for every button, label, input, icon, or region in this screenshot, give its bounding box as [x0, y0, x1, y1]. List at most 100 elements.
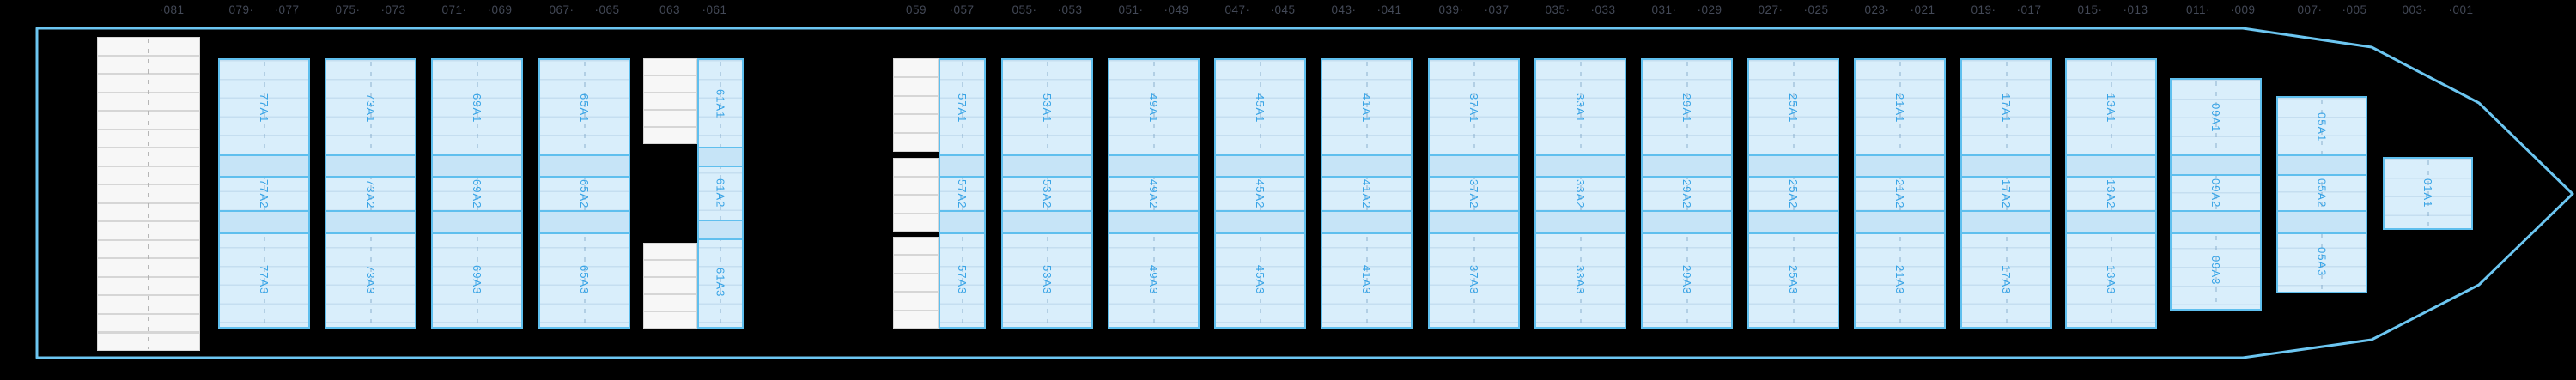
lane-cell	[98, 277, 199, 295]
bay-section-25A1[interactable]: 25A1	[1749, 60, 1838, 156]
bay-section-49A1[interactable]: 49A1	[1109, 60, 1198, 156]
bay-divider-band	[1962, 154, 2050, 178]
slot-column-stern[interactable]	[97, 37, 200, 351]
lane-cell	[894, 77, 938, 95]
bay-section-01A1[interactable]: 01A1	[2385, 159, 2471, 228]
bay-section-33A2[interactable]: 33A2	[1536, 176, 1625, 212]
lane-cell	[644, 93, 696, 109]
frame-number: ·001	[2448, 3, 2474, 16]
bay-section-61A3[interactable]: 61A3	[699, 238, 742, 327]
bay-45: 45A1 45A2 45A3	[1214, 58, 1306, 329]
bay-37: 37A1 37A2 37A3	[1428, 58, 1520, 329]
bay-section-77A3[interactable]: 77A3	[220, 232, 308, 327]
bay-section-73A2[interactable]: 73A2	[326, 176, 415, 212]
bay-section-17A1[interactable]: 17A1	[1962, 60, 2050, 156]
bay-section-label: 05A1	[2315, 112, 2329, 142]
bay-section-57A3[interactable]: 57A3	[940, 232, 984, 327]
frame-number: 071·	[441, 3, 467, 16]
bay-section-53A3[interactable]: 53A3	[1003, 232, 1091, 327]
bay-section-57A1[interactable]: 57A1	[940, 60, 984, 156]
bay-section-09A2[interactable]: 09A2	[2172, 174, 2260, 212]
bay-section-61A1[interactable]: 61A1	[699, 60, 742, 148]
bay-section-17A2[interactable]: 17A2	[1962, 176, 2050, 212]
bay-section-13A1[interactable]: 13A1	[2067, 60, 2155, 156]
bay-section-29A1[interactable]: 29A1	[1643, 60, 1731, 156]
bay-section-69A3[interactable]: 69A3	[433, 232, 521, 327]
slot-column-61-a1[interactable]	[643, 58, 697, 144]
bay-section-69A1[interactable]: 69A1	[433, 60, 521, 156]
bay-section-13A3[interactable]: 13A3	[2067, 232, 2155, 327]
bay-section-label: 21A3	[1893, 264, 1906, 295]
bay-section-17A3[interactable]: 17A3	[1962, 232, 2050, 327]
bay-section-45A2[interactable]: 45A2	[1216, 176, 1304, 212]
bay-section-69A2[interactable]: 69A2	[433, 176, 521, 212]
bay-section-53A2[interactable]: 53A2	[1003, 176, 1091, 212]
frame-number: ·029	[1697, 3, 1722, 16]
bay-section-77A2[interactable]: 77A2	[220, 176, 308, 212]
bay-section-61A2[interactable]: 61A2	[699, 166, 742, 221]
bay-section-25A2[interactable]: 25A2	[1749, 176, 1838, 212]
bay-section-label: 57A3	[956, 264, 969, 295]
bay-section-21A3[interactable]: 21A3	[1856, 232, 1944, 327]
bay-section-09A1[interactable]: 09A1	[2172, 80, 2260, 156]
slot-column-61-a3[interactable]	[643, 243, 697, 329]
bay-section-33A3[interactable]: 33A3	[1536, 232, 1625, 327]
bay-section-57A2[interactable]: 57A2	[940, 176, 984, 212]
bay-section-77A1[interactable]: 77A1	[220, 60, 308, 156]
bay-divider-band	[2278, 154, 2366, 176]
frame-number: ·021	[1910, 3, 1935, 16]
bay-divider-band	[940, 210, 984, 234]
lane-cell	[894, 134, 938, 151]
bay-section-05A2[interactable]: 05A2	[2278, 174, 2366, 212]
lane-cell	[644, 128, 696, 143]
bay-section-33A1[interactable]: 33A1	[1536, 60, 1625, 156]
slot-column-57-a1[interactable]	[893, 58, 939, 152]
bay-section-29A2[interactable]: 29A2	[1643, 176, 1731, 212]
bay-section-label: 29A2	[1680, 178, 1693, 209]
bay-section-45A1[interactable]: 45A1	[1216, 60, 1304, 156]
bay-section-05A3[interactable]: 05A3	[2278, 232, 2366, 292]
bay-section-37A2[interactable]: 37A2	[1430, 176, 1518, 212]
bay-divider-band	[699, 147, 742, 167]
bay-section-21A1[interactable]: 21A1	[1856, 60, 1944, 156]
frame-number: 075·	[335, 3, 361, 16]
lane-cell	[98, 203, 199, 221]
bay-section-37A3[interactable]: 37A3	[1430, 232, 1518, 327]
bay-section-65A2[interactable]: 65A2	[540, 176, 629, 212]
lane-cell	[894, 159, 938, 176]
bay-section-53A1[interactable]: 53A1	[1003, 60, 1091, 156]
bay-section-25A3[interactable]: 25A3	[1749, 232, 1838, 327]
bay-divider-band	[1322, 210, 1411, 234]
bay-section-21A2[interactable]: 21A2	[1856, 176, 1944, 212]
bay-section-65A1[interactable]: 65A1	[540, 60, 629, 156]
lane-cell	[644, 59, 696, 75]
bay-divider-band	[1856, 210, 1944, 234]
bay-section-label: 13A1	[2105, 93, 2117, 124]
lane-cell	[98, 38, 199, 55]
bay-section-45A3[interactable]: 45A3	[1216, 232, 1304, 327]
bay-section-41A3[interactable]: 41A3	[1322, 232, 1411, 327]
bay-section-41A2[interactable]: 41A2	[1322, 176, 1411, 212]
bay-section-label: 45A1	[1254, 93, 1267, 124]
lane-cell	[894, 59, 938, 76]
bay-section-05A1[interactable]: 05A1	[2278, 98, 2366, 156]
bay-section-73A1[interactable]: 73A1	[326, 60, 415, 156]
slot-column-57-a2[interactable]	[893, 158, 939, 232]
bay-divider-band	[1962, 210, 2050, 234]
bay-section-49A3[interactable]: 49A3	[1109, 232, 1198, 327]
bay-section-13A2[interactable]: 13A2	[2067, 176, 2155, 212]
bay-section-29A3[interactable]: 29A3	[1643, 232, 1731, 327]
bay-divider-band	[540, 154, 629, 178]
bay-section-73A3[interactable]: 73A3	[326, 232, 415, 327]
bay-section-49A2[interactable]: 49A2	[1109, 176, 1198, 212]
lane-cell	[98, 185, 199, 202]
bay-section-37A1[interactable]: 37A1	[1430, 60, 1518, 156]
frame-number: 031·	[1651, 3, 1677, 16]
bay-divider-band	[433, 210, 521, 234]
bay-section-label: 53A2	[1041, 178, 1054, 209]
bay-53: 53A1 53A2 53A3	[1001, 58, 1093, 329]
bay-section-41A1[interactable]: 41A1	[1322, 60, 1411, 156]
bay-section-65A3[interactable]: 65A3	[540, 232, 629, 327]
slot-column-57-a3[interactable]	[893, 237, 939, 329]
bay-section-09A3[interactable]: 09A3	[2172, 232, 2260, 309]
